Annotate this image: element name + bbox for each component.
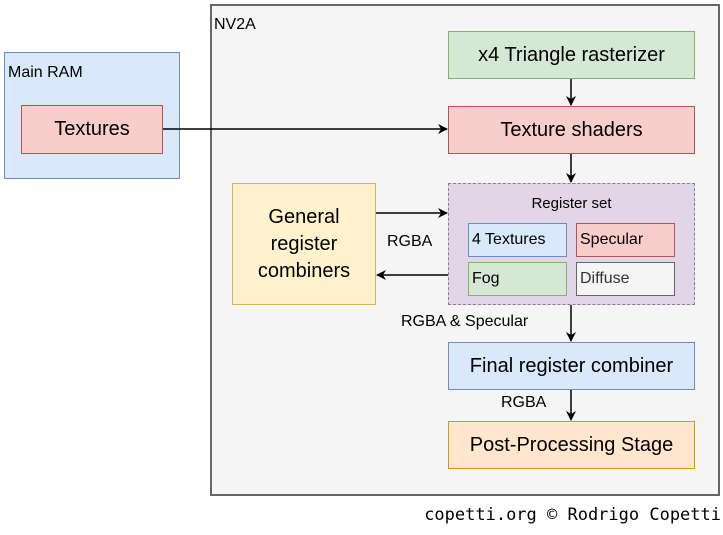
final-register-combiner: Final register combiner (448, 342, 695, 390)
edge-label-combiners-rgba: RGBA (387, 233, 433, 250)
main-ram-title: Main RAM (8, 64, 83, 81)
triangle-rasterizer: x4 Triangle rasterizer (448, 31, 695, 79)
general-register-combiners: General register combiners (232, 183, 376, 305)
texture-shaders: Texture shaders (448, 106, 695, 154)
edge-label-rgba-specular: RGBA & Specular (401, 313, 529, 331)
main-ram-textures: Textures (21, 105, 163, 154)
footer-credit: copetti.org © Rodrigo Copetti (424, 505, 721, 525)
register-4-textures: 4 Textures (468, 223, 567, 257)
nv2a-title: NV2A (214, 16, 256, 33)
register-set-title: Register set (531, 195, 612, 212)
register-specular: Specular (576, 223, 675, 257)
register-diffuse: Diffuse (576, 262, 675, 296)
post-processing-stage: Post-Processing Stage (448, 421, 695, 469)
edge-label-final-rgba: RGBA (501, 394, 547, 411)
register-fog: Fog (468, 262, 567, 296)
